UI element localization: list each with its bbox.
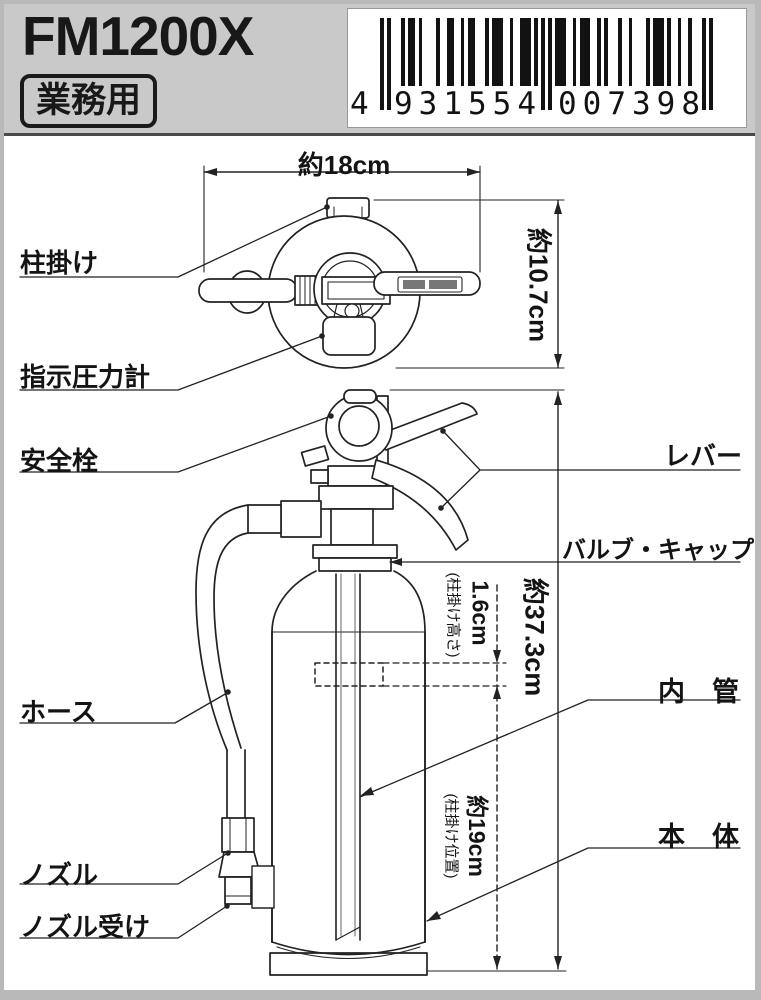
- dim-head-height: 約10.7cm: [523, 227, 554, 343]
- label-nozzle: ノズル: [20, 860, 99, 890]
- dim-total-height: 約37.3cm: [519, 577, 550, 697]
- barcode-digits-left: 931554: [394, 86, 542, 122]
- label-nozzle-holder: ノズル受け: [20, 912, 151, 942]
- label-lever: レバー: [664, 441, 743, 471]
- dim-hook-pos-name: (柱掛け位置): [442, 793, 460, 879]
- barcode-digit-lead: 4: [350, 86, 375, 122]
- dim-hook-pos-value: 約19cm: [464, 795, 490, 877]
- label-body: 本 体: [658, 822, 739, 852]
- label-pillar-hook: 柱掛け: [20, 248, 99, 278]
- label-inner-tube: 内 管: [658, 677, 739, 707]
- label-safety-pin: 安全栓: [20, 446, 99, 476]
- model-number: FM1200X: [22, 5, 254, 67]
- dim-width: 約18cm: [297, 150, 391, 180]
- label-pressure-gauge: 指示圧力計: [20, 362, 151, 392]
- barcode-digits-right: 007398: [558, 86, 706, 122]
- dim-hook-height-value: 1.6cm: [467, 580, 494, 646]
- barcode-bars: [380, 18, 713, 110]
- business-use-badge: 業務用: [20, 74, 158, 128]
- label-hose: ホース: [20, 697, 97, 727]
- dim-hook-height-name: (柱掛け高さ): [444, 572, 462, 658]
- label-valve-cap: バルブ・キャップ: [562, 537, 754, 564]
